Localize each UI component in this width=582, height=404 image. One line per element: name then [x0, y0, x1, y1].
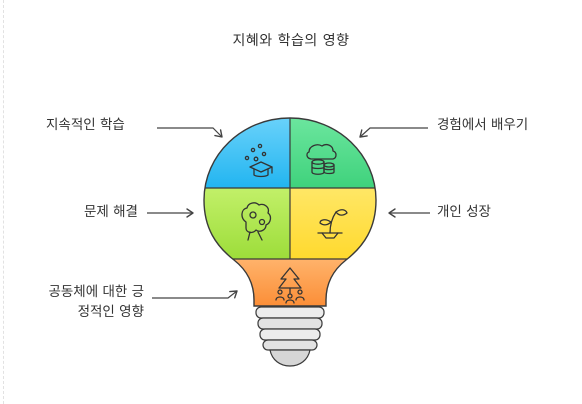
connector-arrows: [147, 127, 430, 299]
label-continuous-learning: 지속적인 학습: [46, 117, 125, 133]
label-learning-from-experience: 경험에서 배우기: [437, 117, 529, 133]
label-community-impact: 공동체에 대한 긍 정적인 영향: [26, 282, 144, 322]
segment-continuous-learning: [204, 118, 290, 188]
segment-community-impact: [204, 259, 376, 306]
page-edge-divider: [3, 0, 4, 404]
diagram-title: 지혜와 학습의 영향: [232, 33, 350, 49]
label-problem-solving: 문제 해결: [84, 204, 138, 220]
bulb-screw-base: [255, 306, 325, 367]
graduation-cap-icon: [244, 143, 273, 178]
brain-gears-icon: [241, 202, 272, 241]
label-community-impact-line1: 공동체에 대한 긍: [48, 284, 144, 300]
arrow-learning-from-experience: [359, 127, 428, 138]
label-personal-growth: 개인 성장: [437, 204, 491, 220]
segment-problem-solving: [204, 188, 290, 259]
bulb-outline: [203, 117, 377, 307]
arrow-community-impact: [152, 290, 238, 299]
segment-personal-growth: [290, 188, 376, 259]
label-community-impact-line2: 정적인 영향: [77, 304, 144, 320]
plant-sprout-icon: [317, 209, 348, 239]
segment-learning-from-experience: [290, 118, 376, 188]
arrow-continuous-learning: [157, 127, 223, 138]
database-icon: [306, 144, 337, 175]
tree-people-icon: [275, 267, 305, 304]
